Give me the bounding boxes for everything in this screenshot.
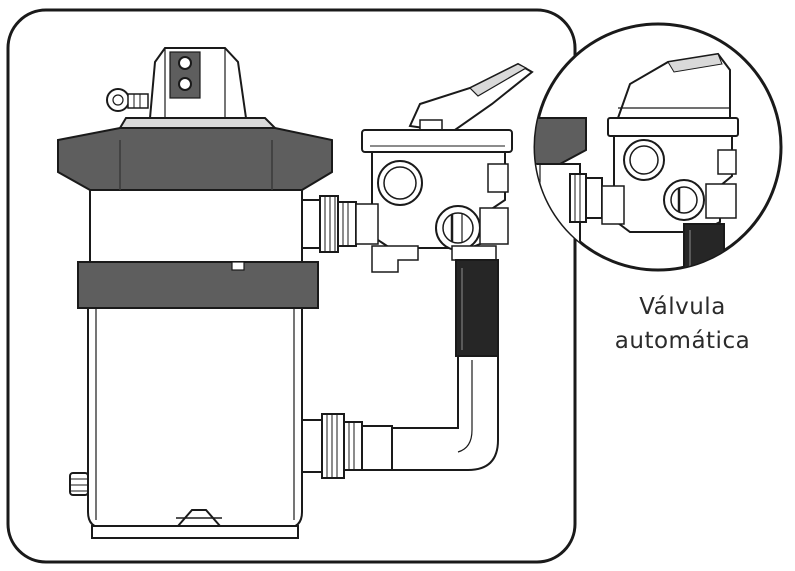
multiport-valve	[355, 62, 534, 273]
tank-base	[91, 525, 299, 539]
upper-union-fitting	[301, 195, 357, 253]
drain-plug	[69, 472, 89, 496]
caption-line-2: automática	[614, 328, 751, 354]
tank-middle-section	[89, 189, 303, 263]
tank-lower-body	[87, 299, 303, 529]
pressure-port-icon	[178, 56, 192, 70]
pressure-port-icon	[178, 77, 192, 91]
tank-lid-flange	[57, 127, 333, 191]
filter-tank	[57, 47, 333, 539]
return-pipe	[387, 259, 499, 471]
lower-union-fitting	[301, 413, 393, 479]
automatic-valve	[535, 52, 739, 270]
caption-line-1: Válvula	[639, 294, 726, 320]
automatic-valve-caption: Válvula automática	[585, 290, 780, 358]
tank-clamp-band	[77, 261, 319, 309]
